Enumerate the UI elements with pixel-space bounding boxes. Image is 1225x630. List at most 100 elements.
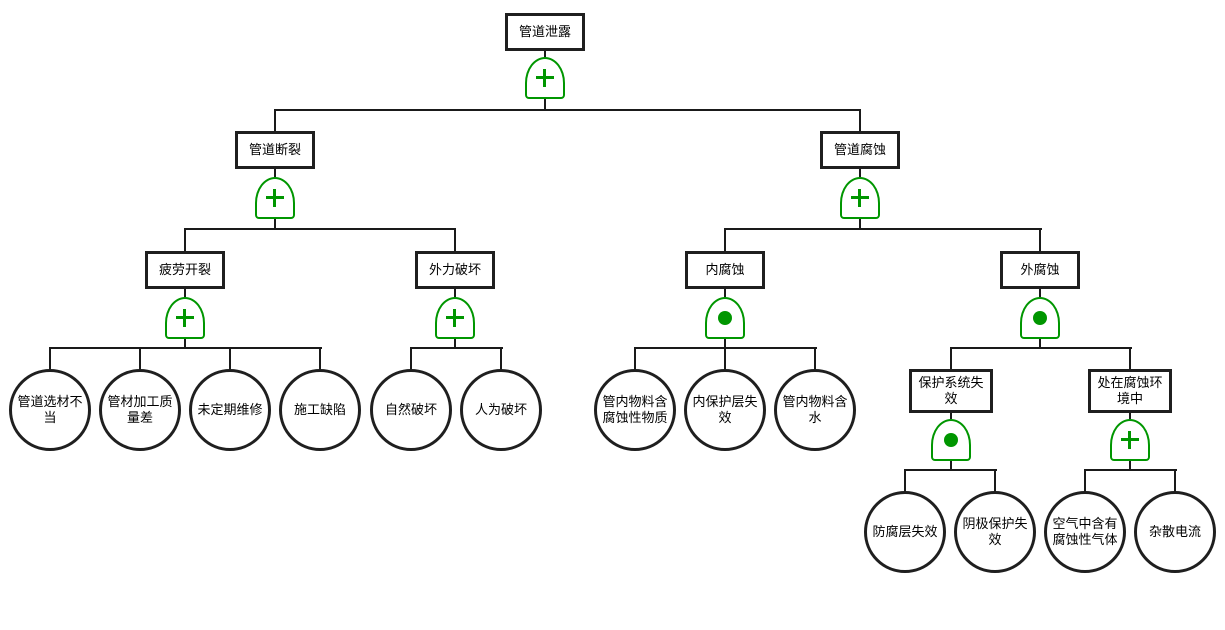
or-gate-plus-icon	[446, 309, 464, 327]
connector-line-vertical	[814, 349, 816, 371]
event-label: 处在腐蚀环境中	[1097, 375, 1163, 406]
event-label: 管道断裂	[248, 142, 301, 157]
event-box-pilao: 疲劳开裂	[145, 251, 225, 289]
basic-event-circle-b7: 管内物料含腐蚀性物质	[594, 369, 676, 451]
and-gate	[705, 297, 745, 339]
basic-event-circle-b11: 阴极保护失效	[954, 491, 1036, 573]
connector-line-vertical	[1174, 471, 1176, 493]
connector-line-vertical	[500, 349, 502, 371]
connector-line-horizontal	[49, 347, 322, 349]
connector-line-vertical	[49, 349, 51, 371]
or-gate	[255, 177, 295, 219]
connector-line-vertical	[859, 111, 861, 131]
connector-line-vertical	[274, 111, 276, 131]
event-box-top: 管道泄露	[505, 13, 585, 51]
basic-event-label: 杂散电流	[1148, 524, 1201, 539]
connector-line-vertical	[319, 349, 321, 371]
connector-line-vertical	[859, 219, 861, 228]
event-box-waili: 外力破坏	[415, 251, 495, 289]
and-gate	[1020, 297, 1060, 339]
basic-event-label: 管内物料含腐蚀性物质	[602, 394, 668, 425]
basic-event-circle-b4: 施工缺陷	[279, 369, 361, 451]
or-gate	[165, 297, 205, 339]
or-gate	[435, 297, 475, 339]
or-gate-plus-icon	[266, 189, 284, 207]
connector-line-vertical	[859, 169, 861, 177]
basic-event-circle-b12: 空气中含有腐蚀性气体	[1044, 491, 1126, 573]
connector-line-vertical	[994, 471, 996, 493]
event-label: 外力破坏	[428, 262, 481, 277]
connector-line-vertical	[544, 51, 546, 57]
connector-line-horizontal	[410, 347, 503, 349]
and-gate-dot-icon	[718, 311, 732, 325]
connector-line-vertical	[139, 349, 141, 371]
basic-event-circle-b9: 管内物料含水	[774, 369, 856, 451]
or-gate	[1110, 419, 1150, 461]
basic-event-label: 施工缺陷	[293, 402, 346, 417]
connector-line-horizontal	[184, 228, 456, 230]
connector-line-horizontal	[950, 347, 1132, 349]
event-label: 外腐蚀	[1020, 262, 1060, 277]
or-gate-plus-icon	[851, 189, 869, 207]
connector-line-vertical	[950, 413, 952, 419]
basic-event-circle-b13: 杂散电流	[1134, 491, 1216, 573]
basic-event-circle-b10: 防腐层失效	[864, 491, 946, 573]
connector-line-horizontal	[904, 469, 997, 471]
event-label: 疲劳开裂	[158, 262, 211, 277]
basic-event-label: 未定期维修	[197, 402, 263, 417]
or-gate-plus-icon	[1121, 431, 1139, 449]
connector-line-vertical	[454, 289, 456, 297]
event-box-neifu: 内腐蚀	[685, 251, 765, 289]
and-gate-dot-icon	[944, 433, 958, 447]
connector-line-vertical	[454, 339, 456, 347]
connector-line-vertical	[274, 169, 276, 177]
basic-event-label: 管材加工质量差	[107, 394, 173, 425]
connector-line-vertical	[724, 339, 726, 347]
connector-line-vertical	[184, 339, 186, 347]
connector-line-vertical	[1084, 471, 1086, 493]
basic-event-label: 空气中含有腐蚀性气体	[1052, 516, 1118, 547]
connector-line-vertical	[904, 471, 906, 493]
event-box-huanjing: 处在腐蚀环境中	[1088, 369, 1172, 413]
connector-line-horizontal	[1084, 469, 1177, 471]
or-gate	[525, 57, 565, 99]
or-gate	[840, 177, 880, 219]
basic-event-label: 管内物料含水	[782, 394, 848, 425]
basic-event-circle-b3: 未定期维修	[189, 369, 271, 451]
connector-line-vertical	[544, 99, 546, 109]
connector-line-vertical	[1039, 230, 1041, 251]
connector-line-vertical	[410, 349, 412, 371]
basic-event-label: 自然破坏	[384, 402, 437, 417]
connector-line-vertical	[950, 349, 952, 369]
connector-line-vertical	[274, 219, 276, 228]
connector-line-horizontal	[274, 109, 861, 111]
event-label: 管道腐蚀	[833, 142, 886, 157]
event-box-duanlie: 管道断裂	[235, 131, 315, 169]
connector-line-horizontal	[724, 228, 1042, 230]
connector-line-vertical	[1129, 349, 1131, 369]
event-box-fushi: 管道腐蚀	[820, 131, 900, 169]
event-box-baohu: 保护系统失效	[909, 369, 993, 413]
connector-line-vertical	[950, 461, 952, 469]
connector-line-vertical	[454, 230, 456, 251]
connector-line-vertical	[229, 349, 231, 371]
connector-line-vertical	[634, 349, 636, 371]
basic-event-circle-b1: 管道选材不当	[9, 369, 91, 451]
basic-event-circle-b5: 自然破坏	[370, 369, 452, 451]
connector-line-vertical	[724, 349, 726, 371]
or-gate-plus-icon	[536, 69, 554, 87]
connector-line-vertical	[184, 289, 186, 297]
event-label: 管道泄露	[518, 24, 571, 39]
connector-line-vertical	[184, 230, 186, 251]
and-gate	[931, 419, 971, 461]
basic-event-label: 人为破坏	[474, 402, 527, 417]
event-box-waifu: 外腐蚀	[1000, 251, 1080, 289]
connector-line-vertical	[1039, 289, 1041, 297]
basic-event-label: 防腐层失效	[872, 524, 938, 539]
basic-event-label: 内保护层失效	[692, 394, 758, 425]
basic-event-label: 阴极保护失效	[962, 516, 1028, 547]
connector-line-vertical	[724, 289, 726, 297]
basic-event-circle-b2: 管材加工质量差	[99, 369, 181, 451]
basic-event-label: 管道选材不当	[17, 394, 83, 425]
